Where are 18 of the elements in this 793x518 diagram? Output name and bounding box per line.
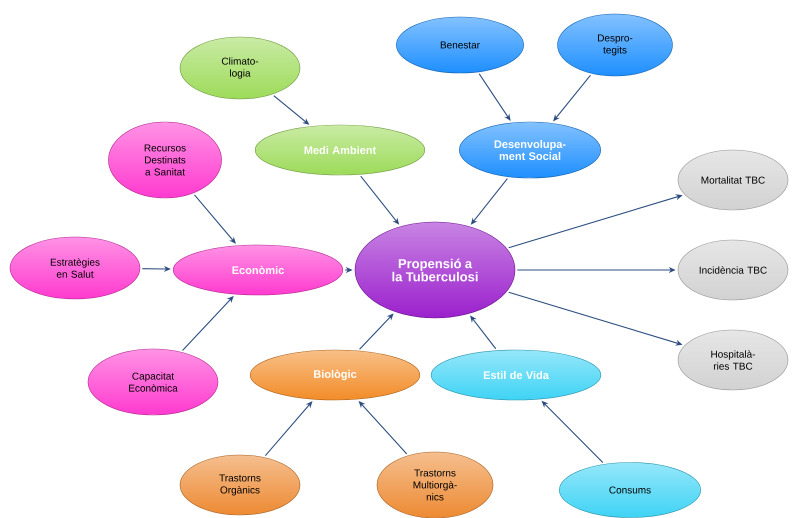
ellipse-node: Despro- tegits [557, 14, 673, 76]
ellipse-node: Benestar [396, 16, 524, 74]
ellipse-node: Estil de Vida [430, 350, 602, 400]
ellipse-node: Capacitat Econòmica [88, 348, 218, 416]
ellipse-node: Desenvolupa- ment Social [459, 122, 601, 178]
ellipse-node: Consums [559, 462, 701, 518]
ellipse-node: Recursos Destinats a Sanitat [108, 122, 222, 198]
ellipse-node: Trastorns Orgànics [180, 454, 300, 516]
ellipse-node: Econòmic [172, 244, 344, 296]
ellipse-node: Trastorns Multiorgà- nics [376, 452, 494, 518]
ellipse-node: Estratègies en Salut [10, 236, 140, 300]
ellipse-node: Propensió a la Tuberculosi [354, 222, 516, 318]
ellipse-node: Hospitalà- ries TBC [678, 330, 788, 390]
ellipse-node: Incidència TBC [678, 240, 788, 300]
ellipse-node: Medi Ambient [254, 124, 426, 176]
ellipse-node: Biològic [250, 350, 420, 400]
ellipse-node: Mortalitat TBC [678, 150, 788, 210]
ellipse-node: Climato- logia [180, 36, 300, 100]
